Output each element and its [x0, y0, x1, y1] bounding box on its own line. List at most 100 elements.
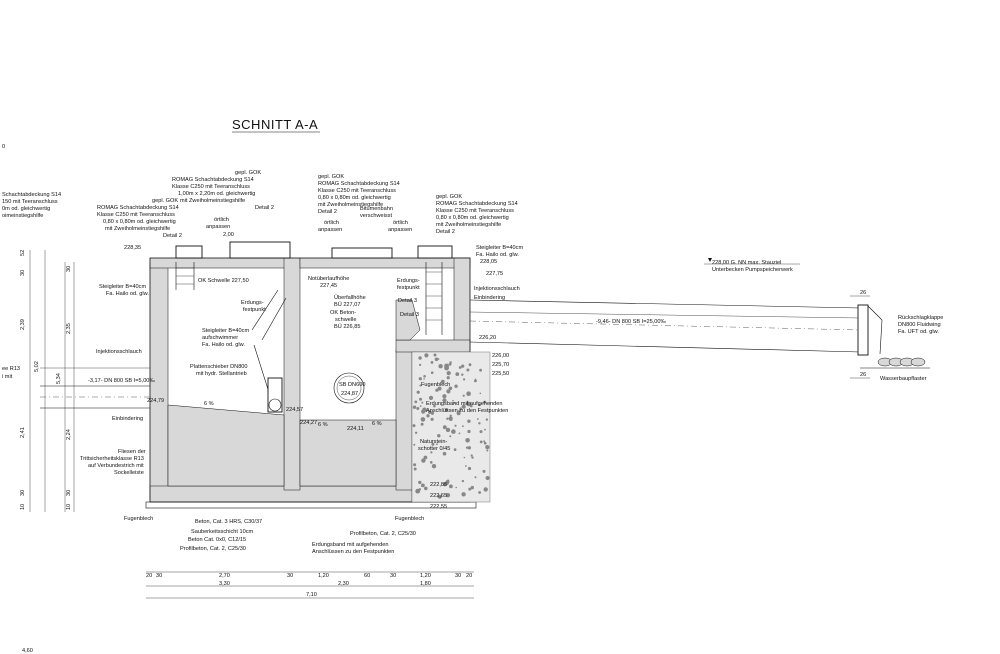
gravel-dot: [479, 392, 482, 395]
dim-left-outer-line: [29, 250, 75, 512]
gravel-dot: [461, 364, 465, 368]
gravel-dot: [442, 451, 447, 456]
svg-text:verschweisst: verschweisst: [360, 213, 392, 219]
gravel-dot: [424, 486, 428, 491]
level-222-65: 222,65: [430, 493, 447, 499]
gravel-dot: [448, 386, 453, 391]
level-225-50: 225,50: [492, 371, 509, 377]
gravel-dot: [413, 443, 416, 446]
svg-text:0,80 x 0,80m od. gleichwertig: 0,80 x 0,80m od. gleichwertig: [436, 215, 509, 221]
gravel-dot: [442, 398, 447, 403]
svg-text:Detail 2: Detail 2: [318, 209, 337, 215]
level-ok-schwelle: OK Schwelle 227,50: [198, 278, 249, 284]
gravel-dot: [478, 403, 481, 407]
gravel-dot: [451, 429, 456, 434]
svg-text:oimeinstiegshilfe: oimeinstiegshilfe: [2, 213, 43, 219]
gravel-dot: [430, 417, 434, 421]
label-fugenblech-bottom-left: Fugenblech: [124, 516, 153, 522]
pipe-right-outflow: [469, 299, 869, 356]
gravel-dot: [474, 476, 477, 479]
gravel-dot: [418, 480, 422, 485]
label-ueberfall: Überfallhöhe BÜ 227,07: [334, 294, 366, 308]
label-injektion-right: Injektionsschlauch: [474, 286, 520, 292]
gravel-dot: [465, 438, 470, 443]
gravel-dot: [430, 361, 434, 364]
level-224-57: 224,57: [286, 407, 303, 413]
gravel-dot: [453, 401, 456, 404]
gravel-dot: [445, 493, 451, 498]
label-oertlich-c: örtlich anpassen: [388, 220, 412, 233]
label-naturstein: Naturstein- schotter 0/45: [418, 439, 450, 452]
dim-left-mid: 30 5,34 2,35 2,24 30 10: [56, 266, 72, 510]
svg-text:schotter 0/45: schotter 0/45: [418, 446, 450, 452]
gravel-dot: [412, 405, 417, 409]
overflow-pipe-sb: [333, 372, 365, 404]
svg-text:1,20: 1,20: [318, 573, 329, 579]
svg-text:2,30: 2,30: [338, 581, 349, 587]
svg-text:Plattenschieber DN800: Plattenschieber DN800: [190, 364, 248, 370]
svg-text:gepl. GOK: gepl. GOK: [152, 198, 178, 204]
svg-text:227,45: 227,45: [320, 283, 337, 289]
svg-text:Anschlüssen zu den Festpunkten: Anschlüssen zu den Festpunkten: [312, 549, 394, 555]
svg-text:Klasse C250 mit Teeranschluss: Klasse C250 mit Teeranschluss: [97, 212, 175, 218]
gravel-dot: [420, 417, 426, 422]
gravel-dot: [466, 401, 472, 407]
gravel-dot: [422, 407, 427, 413]
gravel-dot: [454, 384, 458, 388]
svg-text:mit Zweiholmeinstiegshilfe: mit Zweiholmeinstiegshilfe: [180, 198, 245, 204]
gravel-dot: [431, 442, 435, 446]
svg-text:mit Zweiholmeinstiegshilfe: mit Zweiholmeinstiegshilfe: [318, 202, 383, 208]
dim-right-lines: [850, 295, 870, 379]
level-222-85: 222,85: [430, 482, 447, 488]
gravel-dot: [470, 485, 474, 490]
gravel-dot: [465, 446, 469, 449]
svg-text:2,24: 2,24: [66, 429, 72, 440]
label-erdungsband-bottom: Erdungsband mit aufgehenden Anschlüssen …: [312, 542, 394, 555]
label-detail3-b: Detail 3: [400, 312, 419, 318]
ladder-right: [425, 262, 443, 335]
label-sb-dn600: SB DN600 224,87: [339, 382, 365, 397]
gravel-dot: [429, 410, 432, 413]
gravel-dot: [423, 378, 425, 380]
gravel-dot: [434, 357, 439, 362]
label-beton-c3: Beton, Cat. 3 HRS, C30/37: [195, 519, 262, 525]
svg-text:0,80 x 0,80m od. gleichwertig: 0,80 x 0,80m od. gleichwertig: [103, 219, 176, 225]
label-bitumen: Bitumenbahn verschweisst: [360, 206, 393, 219]
gravel-dot: [484, 428, 486, 431]
svg-text:mit hydr. Stellantrieb: mit hydr. Stellantrieb: [196, 371, 247, 377]
svg-text:10: 10: [20, 504, 26, 510]
dim-bottom-total: 7,10: [306, 592, 317, 598]
gravel-dot: [449, 484, 453, 489]
gravel-dot: [462, 425, 464, 428]
gravel-dot: [445, 427, 451, 433]
gravel-dot: [449, 414, 452, 417]
label-slope-c: 6 %: [372, 421, 382, 427]
gravel-dot: [471, 456, 474, 459]
gravel-dot: [455, 372, 460, 376]
gravel-dot: [453, 448, 457, 451]
gravel-dot: [433, 353, 437, 357]
level-228-00-note: Unterbecken Pumpspeicherwerk: [712, 267, 793, 273]
label-slope-b: 6 %: [318, 422, 328, 428]
svg-text:Bitumenbahn: Bitumenbahn: [360, 206, 393, 212]
label-fugenblech-bottom-right: Fugenblech: [395, 516, 424, 522]
gravel-dot: [461, 373, 464, 376]
label-detail3-a: Detail 3: [398, 298, 417, 304]
label-ok-beton: OK Beton- schwelle BÜ 226,85: [330, 310, 360, 330]
gravel-dot: [467, 466, 472, 471]
label-steigleiter-middle: Steigleiter B=40cm aufschwimmer Fa. Hail…: [202, 328, 249, 348]
svg-text:Klasse C250 mit Teeranschluss: Klasse C250 mit Teeranschluss: [318, 188, 396, 194]
svg-text:Steigleiter B=40cm: Steigleiter B=40cm: [99, 284, 146, 290]
gravel-dot: [418, 356, 422, 360]
svg-text:Sockelleiste: Sockelleiste: [114, 470, 144, 476]
label-beton-c0: Beton Cat. 0x0, C12/15: [188, 537, 246, 543]
svg-text:0,80 x 0,80m od. gleichwertig: 0,80 x 0,80m od. gleichwertig: [318, 195, 391, 201]
gravel-dot: [478, 491, 481, 494]
gravel-dot: [442, 425, 447, 430]
svg-text:Detail 2: Detail 2: [163, 233, 182, 239]
label-injektion-left: Injektionsschlauch: [96, 349, 142, 355]
gravel-dot: [424, 353, 429, 358]
gravel-dot: [431, 464, 437, 469]
label-sauberkeit: Sauberkeitsschicht 10cm: [191, 529, 254, 535]
gravel-dot: [483, 487, 488, 492]
